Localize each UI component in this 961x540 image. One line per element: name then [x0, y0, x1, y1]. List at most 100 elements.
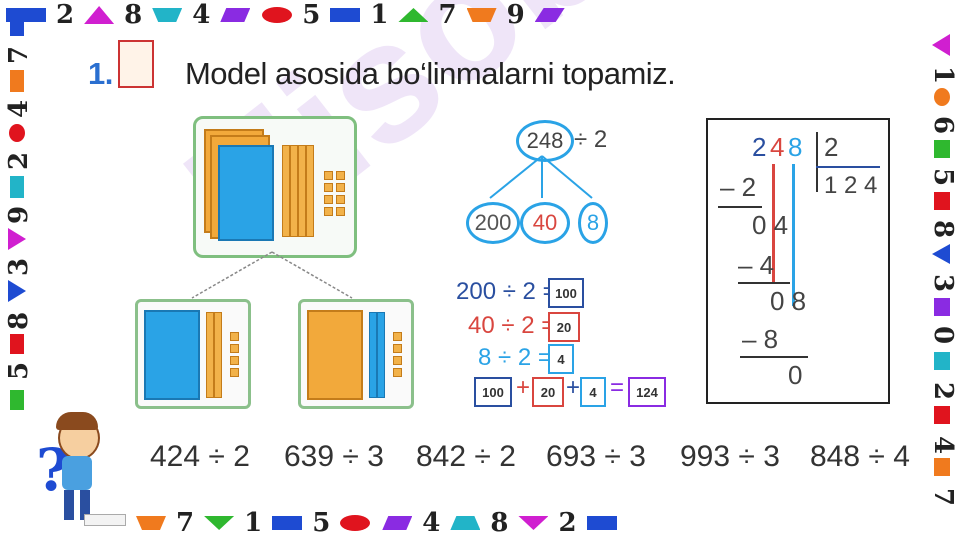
- frame-digit: 5: [312, 508, 331, 538]
- thinking-boy-illustration: ?: [34, 412, 126, 526]
- step-line: [740, 356, 808, 358]
- frame-digit: 7: [438, 0, 457, 30]
- sum-result-box: 124: [628, 377, 666, 407]
- tree-divisor: ÷ 2: [574, 126, 608, 153]
- model-connector: [191, 251, 353, 299]
- dividend-digit-ones: 8: [788, 132, 803, 162]
- hundred-block: [144, 310, 200, 400]
- frame-digit: 7: [4, 45, 35, 65]
- step-remainder-2: 0 8: [770, 286, 807, 316]
- frame-digit: 8: [928, 219, 959, 239]
- ten-rod: [214, 312, 222, 398]
- division-bar-vertical: [816, 132, 818, 192]
- frame-digit: 8: [4, 311, 35, 331]
- ten-rod: [282, 145, 290, 237]
- frame-digit: 1: [244, 508, 263, 538]
- tree-root: 248: [516, 120, 574, 162]
- sum-box-a: 100: [474, 377, 512, 407]
- task-6: 848 ÷ 4: [810, 440, 910, 473]
- task-2: 639 ÷ 3: [284, 440, 384, 473]
- ten-rod: [206, 312, 214, 398]
- frame-digit: 1: [928, 65, 959, 85]
- step-line: [738, 282, 790, 284]
- unit-cubes: [393, 332, 402, 377]
- answer-box-tens: 20: [548, 312, 580, 342]
- ten-rod: [377, 312, 385, 398]
- step-subtract-3: – 8: [742, 324, 779, 354]
- equals-sign: =: [610, 374, 625, 401]
- step-subtract-2: – 4: [738, 250, 775, 280]
- frame-digit: 5: [928, 167, 959, 187]
- ten-rod: [298, 145, 306, 237]
- frame-digit: 3: [4, 257, 35, 277]
- guide-line-blue: [792, 164, 795, 306]
- caption-box: [84, 514, 126, 526]
- ten-rod: [306, 145, 314, 237]
- frame-bottom: 7 1 5 4 8 2: [130, 508, 930, 538]
- frame-digit: 6: [928, 115, 959, 135]
- base-ten-model-248: [193, 116, 357, 258]
- guide-line-red: [772, 164, 775, 282]
- ten-rod: [369, 312, 377, 398]
- frame-digit: 7: [928, 487, 959, 507]
- boy-hair: [56, 412, 98, 430]
- frame-digit: 1: [370, 0, 389, 30]
- frame-digit: 9: [506, 0, 525, 30]
- tree-branches: [489, 155, 593, 199]
- dividend-digit-tens: 4: [770, 132, 785, 162]
- frame-digit: 8: [490, 508, 509, 538]
- sum-box-c: 4: [580, 377, 606, 407]
- frame-digit: 8: [124, 0, 143, 30]
- frame-digit: 9: [4, 205, 35, 225]
- sum-box-b: 20: [532, 377, 564, 407]
- exercise-number: 1.: [88, 56, 113, 91]
- long-division-panel: 2 4 8 2 1 2 4 – 2 0 4 – 4 0 8 – 8 0: [706, 118, 890, 404]
- half-model-left: [135, 299, 251, 409]
- exercise-title-text: Model asosida bo‘linmalarni topamiz.: [184, 56, 676, 91]
- answer-box-ones: 4: [548, 344, 574, 374]
- frame-digit: 4: [4, 99, 35, 119]
- division-bar-horizontal: [816, 166, 880, 168]
- plus-sign: +: [566, 374, 581, 401]
- plus-sign: +: [516, 374, 531, 401]
- ten-rod: [290, 145, 298, 237]
- frame-digit: 4: [928, 435, 959, 455]
- equation-hundreds: 200 ÷ 2 =: [456, 278, 557, 305]
- tree-part-tens: 40: [520, 202, 570, 244]
- answer-box-hundreds: 100: [548, 278, 584, 308]
- tree-part-ones: 8: [578, 202, 608, 244]
- unit-cubes: [324, 171, 345, 216]
- frame-digit: 2: [4, 151, 35, 171]
- frame-digit: 7: [176, 508, 195, 538]
- boy-leg: [80, 490, 90, 520]
- half-model-right: [298, 299, 414, 409]
- boy-shirt: [62, 456, 92, 490]
- task-3: 842 ÷ 2: [416, 440, 516, 473]
- task-1: 424 ÷ 2: [150, 440, 250, 473]
- frame-digit: 2: [928, 381, 959, 401]
- frame-digit: 3: [928, 273, 959, 293]
- step-subtract-1: – 2: [720, 172, 757, 202]
- frame-digit: 4: [422, 508, 441, 538]
- frame-digit: 0: [928, 325, 959, 345]
- quotient: 1 2 4: [824, 172, 878, 199]
- frame-digit: 2: [558, 508, 577, 538]
- step-line: [718, 206, 762, 208]
- hundred-block: [218, 145, 274, 241]
- frame-digit: 2: [56, 0, 75, 30]
- divisor: 2: [824, 132, 839, 162]
- step-final-remainder: 0: [788, 360, 803, 390]
- presentation-icon: [118, 40, 154, 88]
- exercise-title: 1. Model asosida bo‘linmalarni topamiz.: [88, 40, 676, 92]
- boy-leg: [64, 490, 74, 520]
- frame-right: 1 6 5 8 3 0 2 4 7: [928, 0, 958, 540]
- hundred-block: [307, 310, 363, 400]
- step-remainder-1: 0 4: [752, 210, 789, 240]
- frame-top: 2 8 4 5 1 7 9: [0, 0, 961, 30]
- task-5: 993 ÷ 3: [680, 440, 780, 473]
- frame-digit: 5: [302, 0, 321, 30]
- task-4: 693 ÷ 3: [546, 440, 646, 473]
- equation-tens: 40 ÷ 2 =: [468, 312, 556, 339]
- frame-digit: 4: [192, 0, 211, 30]
- frame-digit: 5: [4, 361, 35, 381]
